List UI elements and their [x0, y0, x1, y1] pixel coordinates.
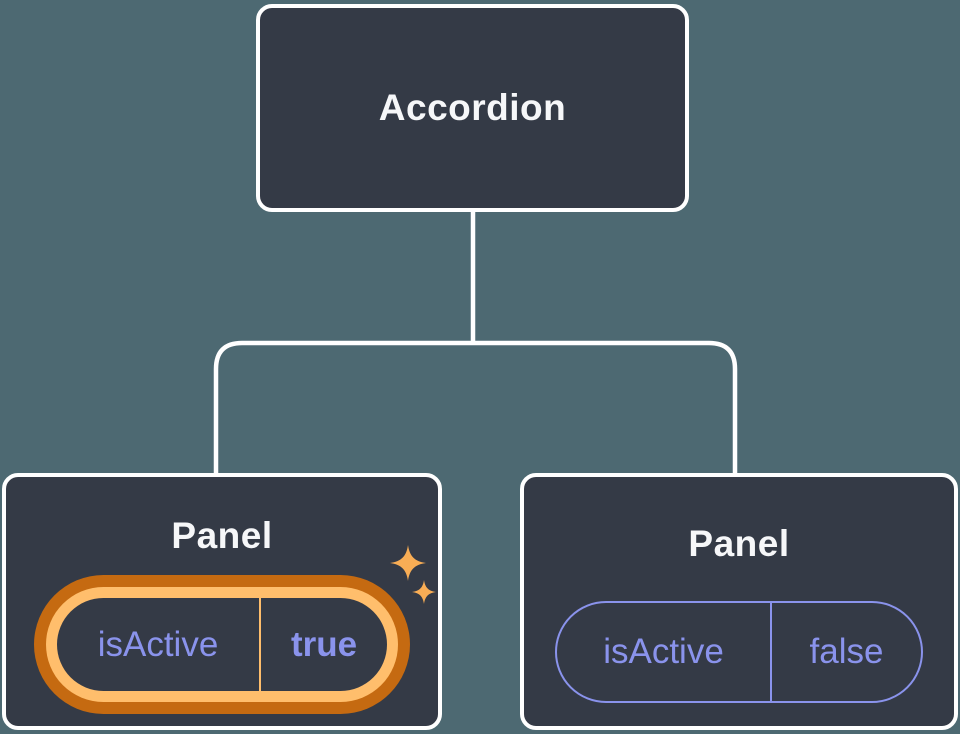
state-pill-highlighted: isActive true [34, 575, 410, 714]
node-accordion-label: Accordion [378, 87, 567, 128]
node-panel-active-label: Panel [171, 515, 273, 556]
state-pill-divider [259, 598, 261, 691]
node-accordion: Accordion [256, 4, 689, 212]
state-pill-highlight-ring: isActive true [46, 587, 398, 702]
state-pill: isActive false [555, 601, 923, 703]
sparkle-icon [412, 580, 436, 604]
state-value-label: false [809, 632, 884, 671]
node-panel-active: Panel isActive true [2, 473, 442, 730]
state-pill-divider [770, 603, 772, 701]
connector-branch-bracket [213, 340, 738, 473]
node-panel-inactive: Panel isActive false [520, 473, 958, 730]
state-key-label: isActive [603, 632, 724, 671]
node-panel-inactive-label: Panel [688, 523, 790, 564]
state-key-label: isActive [97, 624, 219, 664]
state-pill: isActive true [57, 598, 387, 691]
state-value-label: true [290, 624, 358, 664]
sparkle-icon [390, 545, 426, 581]
